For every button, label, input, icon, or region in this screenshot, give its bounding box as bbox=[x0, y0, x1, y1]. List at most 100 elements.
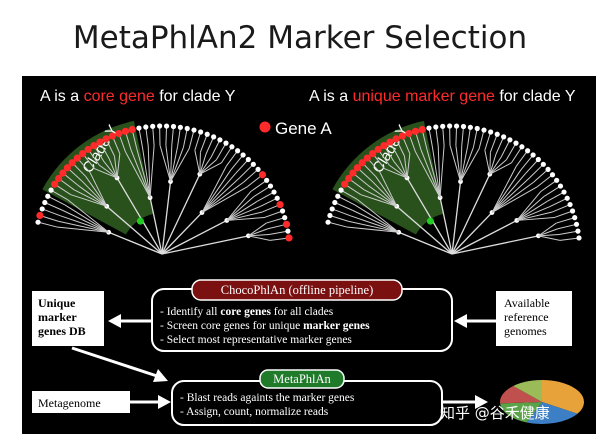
leaf-node bbox=[163, 123, 170, 129]
metagenome-box bbox=[32, 391, 130, 413]
leaf-gene-a bbox=[90, 141, 98, 150]
tree-left-heading: A is a core gene for clade Y bbox=[40, 88, 236, 105]
leaf-gene-a bbox=[102, 135, 110, 143]
tree-branch bbox=[147, 146, 151, 198]
tree-branch bbox=[50, 189, 68, 201]
flow-arrows bbox=[71, 314, 496, 409]
tree-branch bbox=[170, 147, 184, 182]
tree-branch bbox=[116, 153, 121, 179]
leaf-node bbox=[250, 161, 256, 167]
diagram-panel: A is a core gene for clade Y A is a uniq… bbox=[22, 76, 596, 434]
phylogenetic-tree-right: Clade Y bbox=[325, 120, 582, 255]
tree-branch bbox=[549, 197, 568, 208]
tree-branch bbox=[489, 162, 512, 175]
leaf-gene-a bbox=[411, 127, 420, 135]
tree-branch bbox=[149, 145, 155, 198]
tree-branch bbox=[439, 145, 445, 198]
tree-branch bbox=[248, 222, 267, 237]
leaf-node bbox=[279, 208, 286, 214]
leaf-node bbox=[245, 156, 251, 163]
tree-branch bbox=[489, 159, 507, 175]
leaf-gene-a bbox=[128, 125, 136, 134]
tree-branch bbox=[165, 145, 172, 182]
tree-branch bbox=[226, 216, 265, 221]
tree-branch bbox=[136, 148, 151, 198]
tree-branch bbox=[94, 168, 118, 179]
tree-branch bbox=[537, 174, 553, 188]
leaf-gene-a bbox=[59, 169, 67, 177]
tree-branch bbox=[489, 156, 502, 175]
tree-branch bbox=[253, 185, 271, 197]
leaf-gene-a bbox=[276, 200, 284, 209]
clade-root-node bbox=[136, 217, 144, 225]
leaf-node bbox=[255, 166, 261, 173]
leaf-node bbox=[327, 212, 333, 219]
tree-branch bbox=[346, 226, 399, 233]
tree-branch bbox=[442, 126, 445, 146]
tree-branch bbox=[558, 230, 579, 236]
leaf-gene-a bbox=[418, 125, 426, 134]
tree-branch bbox=[354, 204, 399, 233]
unique-marker-db-box bbox=[32, 291, 104, 346]
tree-branch bbox=[170, 148, 190, 182]
tree-branch bbox=[161, 212, 203, 255]
tree-branch bbox=[360, 194, 397, 207]
tree-branch bbox=[538, 228, 559, 237]
tree-branch bbox=[248, 234, 270, 237]
leaf-node bbox=[338, 187, 344, 193]
leaf-gene-a bbox=[55, 174, 63, 183]
tree-branch bbox=[201, 181, 244, 213]
tree-branch bbox=[388, 164, 408, 179]
leaf-node bbox=[157, 123, 163, 129]
tree-branch bbox=[484, 131, 492, 151]
tree-branch bbox=[426, 148, 441, 198]
tree-branch bbox=[516, 200, 548, 221]
tree-branch bbox=[557, 223, 577, 230]
tree-branch bbox=[554, 210, 573, 218]
tree-branch bbox=[516, 216, 555, 221]
tree-branch bbox=[64, 204, 109, 233]
leaf-gene-a bbox=[108, 132, 116, 140]
leaf-node bbox=[567, 201, 573, 208]
tree-branch bbox=[451, 219, 518, 255]
tree-branch bbox=[124, 151, 151, 198]
tree-branch bbox=[205, 136, 215, 155]
tree-branch bbox=[161, 219, 228, 255]
leaf-node bbox=[507, 137, 513, 143]
tree-branch bbox=[393, 161, 408, 179]
leaf-gene-a bbox=[363, 154, 371, 162]
leaf-node bbox=[191, 127, 197, 133]
leaf-gene-a bbox=[380, 141, 388, 150]
tree-branch bbox=[460, 148, 480, 182]
tree-branch bbox=[171, 126, 174, 146]
tree-branch bbox=[403, 156, 408, 179]
leaf-node bbox=[467, 124, 473, 130]
tree-branch bbox=[225, 150, 239, 167]
leaf-node bbox=[204, 131, 210, 137]
tree-branch bbox=[327, 221, 347, 228]
leaf-node bbox=[545, 166, 551, 173]
unique-db-line-2: marker bbox=[38, 310, 77, 324]
tree-branch bbox=[538, 222, 557, 237]
tree-branch bbox=[226, 211, 263, 221]
tree-branch bbox=[199, 154, 207, 175]
tree-branch bbox=[70, 194, 107, 207]
leaf-node bbox=[569, 208, 576, 214]
available-line-3: genomes bbox=[504, 324, 547, 338]
tree-branch bbox=[455, 145, 462, 182]
leaf-node bbox=[561, 189, 567, 195]
tree-branch bbox=[406, 153, 411, 179]
leaf-gene-a bbox=[51, 180, 59, 188]
leaf-gene-a bbox=[282, 220, 291, 228]
gene-a-legend-marker bbox=[259, 121, 271, 133]
tree-branch bbox=[268, 230, 289, 236]
leaf-gene-a bbox=[79, 149, 87, 158]
leaf-node bbox=[325, 219, 331, 225]
phylogenetic-tree-left: Clade Y bbox=[35, 120, 293, 255]
leaf-node bbox=[240, 152, 246, 158]
leaf-gene-a bbox=[36, 211, 44, 220]
leaf-node bbox=[573, 221, 580, 227]
leaf-node bbox=[229, 144, 235, 150]
leaf-gene-a bbox=[68, 159, 76, 167]
slide-title: MetaPhlAn2 Marker Selection bbox=[72, 20, 528, 56]
